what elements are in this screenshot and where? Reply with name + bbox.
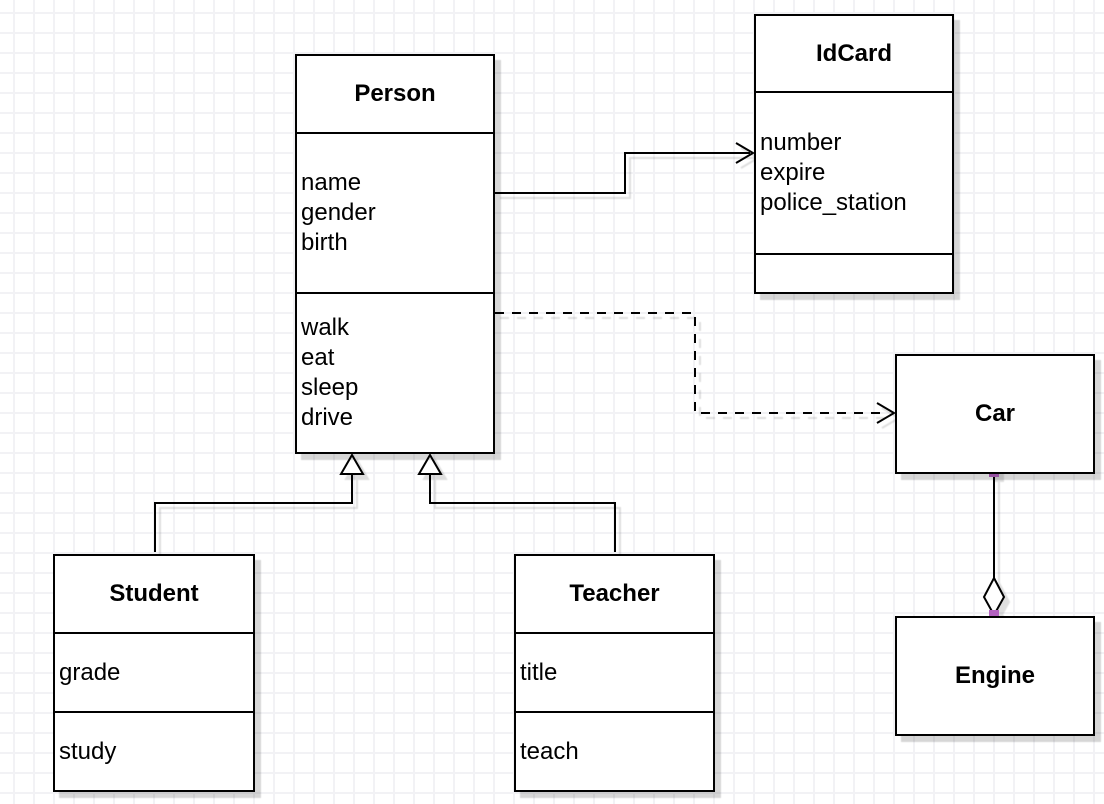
- attribute: name: [301, 169, 362, 196]
- attribute: title: [520, 658, 558, 686]
- class-title: Engine: [954, 662, 1035, 689]
- edge-line: [495, 312, 884, 414]
- class-box-student[interactable]: Student grade study: [53, 554, 255, 792]
- attribute: number: [760, 129, 842, 156]
- class-title: Student: [55, 556, 253, 634]
- method: study: [59, 737, 117, 765]
- attributes-section: number expire police_station: [756, 93, 952, 255]
- edge-line: [429, 474, 616, 552]
- attribute: expire: [760, 159, 826, 186]
- methods-section: walk eat sleep drive: [297, 294, 493, 452]
- method: sleep: [301, 374, 359, 401]
- method: eat: [301, 344, 335, 371]
- edge-line: [495, 152, 750, 194]
- open-arrowhead-icon: [876, 402, 896, 424]
- edge-student-person-generalization[interactable]: [154, 453, 365, 552]
- methods-section: study: [55, 713, 253, 790]
- methods-section: teach: [516, 713, 713, 790]
- attribute: police_station: [760, 189, 907, 216]
- method: drive: [301, 404, 354, 431]
- class-box-car[interactable]: Car: [895, 354, 1095, 474]
- hollow-diamond-arrowhead-icon: [982, 575, 1006, 618]
- attribute: grade: [59, 658, 121, 686]
- class-box-engine[interactable]: Engine: [895, 616, 1095, 736]
- class-box-person[interactable]: Person name gender birth walk eat sleep …: [295, 54, 495, 454]
- class-title: Car: [974, 400, 1016, 427]
- class-box-idcard[interactable]: IdCard number expire police_station: [754, 14, 954, 294]
- method: walk: [301, 314, 350, 341]
- open-arrowhead-icon: [735, 142, 755, 164]
- method: teach: [520, 737, 579, 765]
- edge-teacher-person-generalization[interactable]: [417, 453, 616, 552]
- edge-person-idcard-association[interactable]: [495, 142, 755, 194]
- attribute: gender: [301, 199, 376, 226]
- edge-line: [154, 474, 353, 552]
- edge-car-engine-aggregation[interactable]: [982, 467, 1006, 620]
- attributes-section: title: [516, 634, 713, 713]
- connection-point-handle[interactable]: [989, 610, 999, 620]
- edge-person-car-dependency[interactable]: [495, 312, 896, 424]
- attributes-section: grade: [55, 634, 253, 713]
- attribute: birth: [301, 229, 348, 256]
- class-title: IdCard: [756, 16, 952, 93]
- class-title: Person: [297, 56, 493, 134]
- class-title: Teacher: [516, 556, 713, 634]
- attributes-section: name gender birth: [297, 134, 493, 294]
- hollow-triangle-arrowhead-icon: [339, 453, 365, 475]
- methods-section-empty: [756, 255, 952, 292]
- class-box-teacher[interactable]: Teacher title teach: [514, 554, 715, 792]
- hollow-triangle-arrowhead-icon: [417, 453, 443, 475]
